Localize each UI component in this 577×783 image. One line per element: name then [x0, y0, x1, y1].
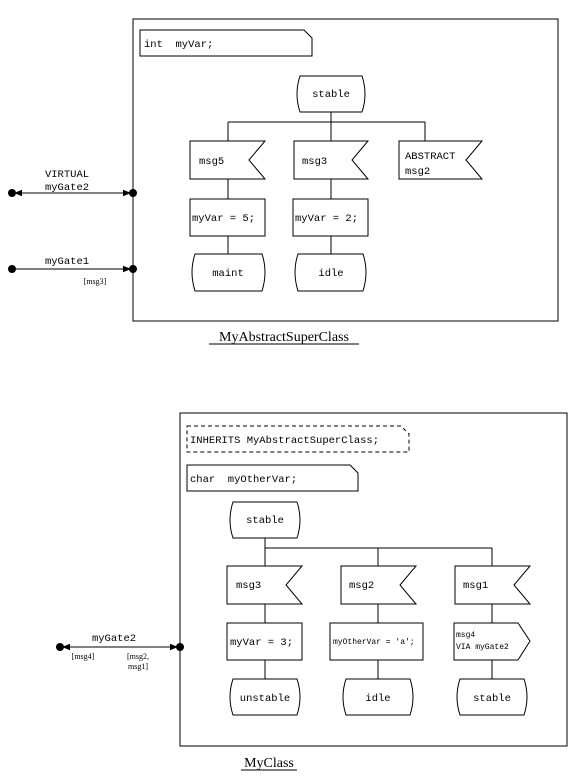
myclass-diagram: INHERITS MyAbstractSuperClass; char myOt… — [56, 412, 568, 771]
start-state-symbol: stable — [296, 75, 366, 113]
task-label: myVar = 3; — [230, 637, 293, 649]
task-symbol — [292, 198, 369, 237]
class-frame — [179, 412, 568, 747]
next-state-label: stable — [473, 693, 511, 705]
gate-mygate1: myGate1 [msg3] — [8, 256, 137, 286]
gate-signals: [msg3] — [84, 277, 107, 286]
input-label: msg2 — [349, 580, 374, 592]
transition-msg1: msg1 msg4 VIA myGate2 stable — [453, 565, 532, 716]
next-state-label: maint — [212, 268, 244, 280]
branch-lines — [227, 112, 426, 141]
input-symbol — [340, 565, 418, 605]
transition-msg2: msg2 myOtherVar = 'a'; idle — [329, 565, 424, 716]
gate-label-line2: myGate2 — [45, 182, 89, 194]
gate-label-line1: VIRTUAL — [45, 169, 89, 181]
next-state-symbol — [229, 678, 301, 716]
next-state-label: idle — [365, 693, 390, 705]
next-state-symbol — [294, 253, 367, 292]
next-state-symbol — [191, 253, 266, 292]
class-name-caption: MyClass — [244, 756, 294, 771]
task-symbol — [189, 198, 266, 237]
transition-abstract-msg2: ABSTRACT msg2 — [398, 140, 484, 180]
class-name-caption: MyAbstractSuperClass — [219, 330, 349, 345]
output-label-line2: VIA myGate2 — [456, 643, 509, 652]
input-symbol — [454, 565, 532, 605]
input-label: msg1 — [463, 580, 488, 592]
class-frame — [132, 18, 559, 322]
declaration-symbol: char myOtherVar; — [186, 464, 359, 492]
start-state-symbol: stable — [229, 501, 301, 539]
input-symbol — [293, 140, 370, 180]
task-label: myVar = 5; — [192, 213, 255, 225]
next-state-symbol — [456, 678, 528, 716]
input-label: msg5 — [199, 156, 224, 168]
next-state-label: unstable — [240, 693, 290, 705]
input-label: msg3 — [302, 156, 327, 168]
next-state-label: idle — [318, 268, 343, 280]
input-symbol — [189, 140, 267, 180]
input-label-line2: msg2 — [405, 166, 430, 178]
input-label: msg3 — [236, 580, 261, 592]
input-label-line1: ABSTRACT — [405, 151, 455, 163]
gate-signals-out-line1: [msg2, — [127, 652, 149, 661]
output-symbol — [453, 622, 531, 661]
inherits-text: INHERITS MyAbstractSuperClass; — [190, 435, 379, 447]
next-state-symbol — [342, 678, 414, 716]
gate-signals-in: [msg4] — [72, 652, 95, 661]
start-state-label: stable — [246, 515, 284, 527]
declaration-text: char myOtherVar; — [190, 474, 297, 486]
transition-msg3: msg3 myVar = 3; unstable — [226, 565, 304, 716]
task-symbol — [329, 622, 424, 661]
task-label: myOtherVar = 'a'; — [333, 638, 415, 647]
branch-lines — [264, 538, 493, 566]
declaration-symbol: int myVar; — [139, 29, 313, 57]
task-label: myVar = 2; — [295, 213, 358, 225]
output-label-line1: msg4 — [456, 631, 475, 640]
gate-virtual-mygate2: VIRTUAL myGate2 — [8, 169, 137, 197]
transition-msg5: msg5 myVar = 5; maint — [189, 140, 267, 292]
gate-label: myGate2 — [92, 633, 136, 645]
transition-msg3: msg3 myVar = 2; idle — [292, 140, 370, 292]
start-state-label: stable — [312, 89, 350, 101]
input-symbol — [226, 565, 304, 605]
inherits-symbol: INHERITS MyAbstractSuperClass; — [186, 425, 410, 453]
declaration-text: int myVar; — [144, 39, 213, 51]
abstract-superclass-diagram: int myVar; stable msg5 myVar = 5; maint — [8, 18, 559, 345]
gate-signals-out-line2: msg1] — [128, 662, 148, 671]
input-symbol — [398, 140, 484, 180]
gate-label: myGate1 — [45, 256, 89, 268]
gate-mygate2: myGate2 [msg4] [msg2, msg1] — [56, 633, 184, 671]
